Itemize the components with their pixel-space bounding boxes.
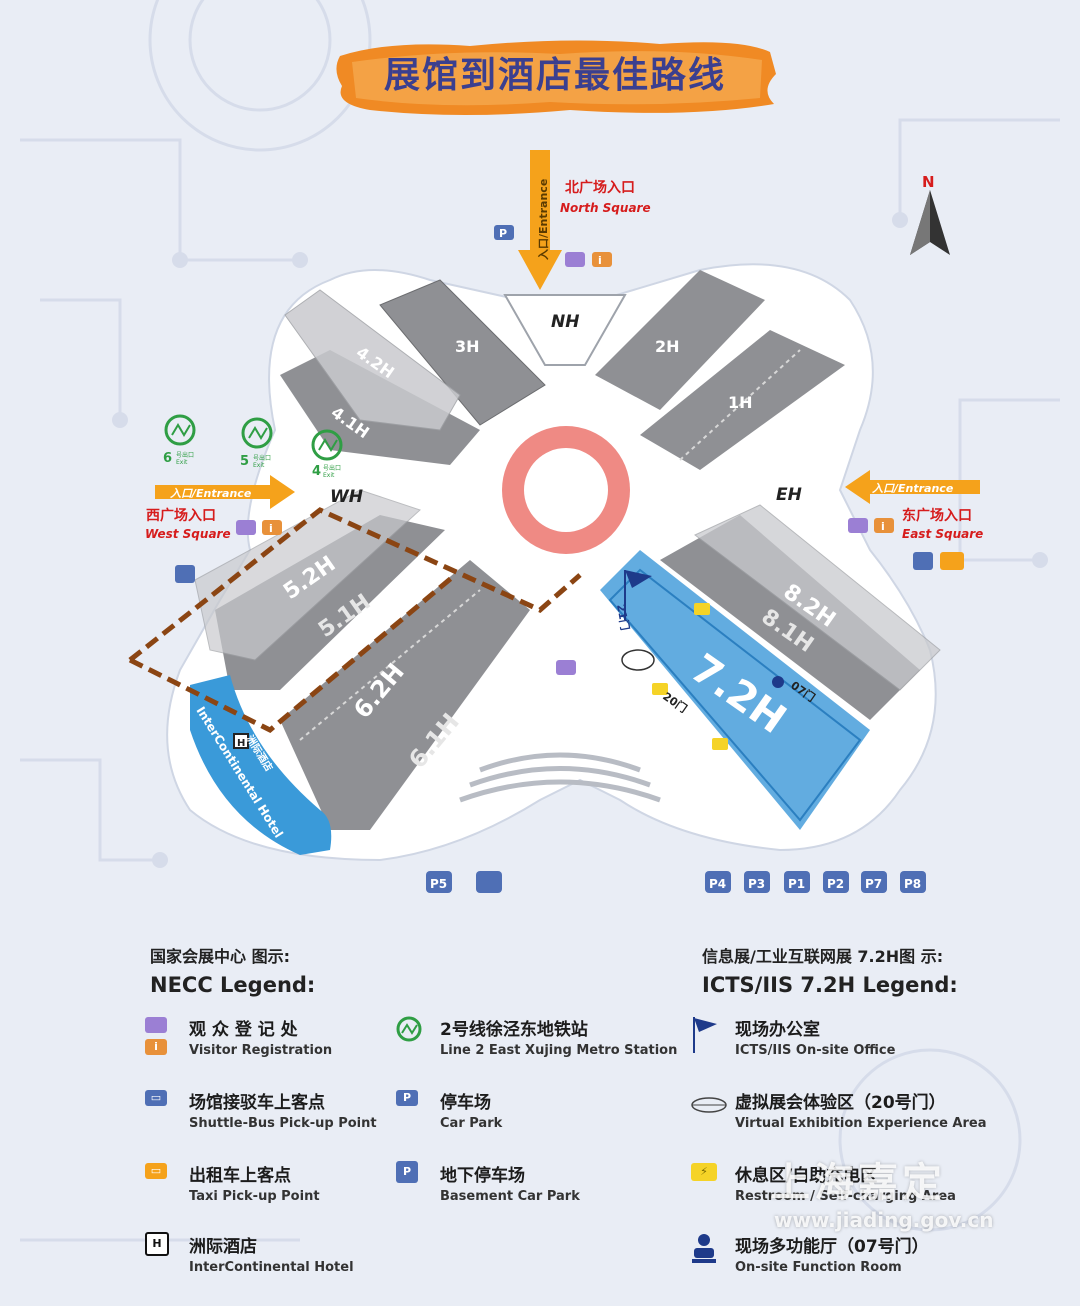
icts-heading-cn: 信息展/工业互联网展 7.2H图 示: xyxy=(702,947,944,966)
parking-p4: P4 xyxy=(709,877,726,891)
legend-metro: 2号线徐泾东地铁站 Line 2 East Xujing Metro Stati… xyxy=(394,1015,694,1067)
info-i-west: i xyxy=(269,522,273,535)
parking-p8: P8 xyxy=(904,877,921,891)
west-square-cn: 西广场入口 xyxy=(146,507,216,524)
legend-onsite-office: 现场办公室 ICTS/IIS On-site Office xyxy=(689,1015,989,1067)
basement-parking-icon: P xyxy=(394,1161,424,1205)
metro-exit-6-label: 号出口 xyxy=(176,451,194,459)
hall-6 xyxy=(280,560,530,830)
legend-taxi: ▭ 出租车上客点 Taxi Pick-up Point xyxy=(143,1161,443,1213)
metro-exit-5-label: 号出口 xyxy=(253,454,271,462)
east-entrance-arrow xyxy=(845,470,980,504)
north-entrance-arrow xyxy=(518,150,562,290)
entrance-arrows xyxy=(155,150,980,509)
taxi-icon: ▭ xyxy=(143,1161,173,1205)
charging-icon: ⚡ xyxy=(689,1161,719,1205)
hall-8 xyxy=(660,504,941,720)
registration-icon: i xyxy=(143,1015,173,1059)
legend-shuttle-bus: ▭ 场馆接驳车上客点 Shuttle-Bus Pick-up Point xyxy=(143,1088,443,1140)
metro-icon xyxy=(394,1015,424,1059)
metro-exit-5-num: 5 xyxy=(240,454,249,469)
hall-5 xyxy=(194,489,445,690)
metro-exit-5-exit: Exit xyxy=(253,462,265,469)
north-square-en: North Square xyxy=(560,201,651,215)
hall-72-markers xyxy=(621,570,784,750)
east-square-cn: 东广场入口 xyxy=(902,507,972,524)
north-entrance-label: 入口/Entrance xyxy=(537,179,550,260)
west-entrance-label: 入口/Entrance xyxy=(170,487,252,500)
west-entrance-arrow xyxy=(155,475,295,509)
nh-building xyxy=(503,294,627,366)
metro-icons xyxy=(164,414,343,461)
flag-icon xyxy=(689,1015,719,1059)
info-i-north: i xyxy=(598,254,602,267)
icts-heading-en: ICTS/IIS 7.2H Legend: xyxy=(702,973,958,997)
label-1h: 1H xyxy=(728,393,753,412)
parking-p1: P1 xyxy=(788,877,805,891)
brush-stroke-background xyxy=(336,40,776,115)
watermark-logo-text: 上海嘉定 xyxy=(770,1160,946,1206)
north-marker: N xyxy=(922,173,935,191)
exhibition-map: 北广场入口 North Square 入口/Entrance 入口/Entran… xyxy=(128,150,983,893)
gate-nh: NH xyxy=(551,312,579,332)
north-square-cn: 北广场入口 xyxy=(565,179,635,196)
metro-exit-4-exit: Exit xyxy=(323,472,335,479)
vr-glasses-icon xyxy=(689,1088,727,1132)
icts-legend-heading: 信息展/工业互联网展 7.2H图 示: ICTS/IIS 7.2H Legend… xyxy=(702,943,958,997)
hall-2h xyxy=(595,270,765,410)
page-title: 展馆到酒店最佳路线 xyxy=(383,55,726,96)
bus-icon: ▭ xyxy=(143,1088,173,1132)
metro-exit-4-label: 号出口 xyxy=(323,464,341,472)
north-compass-icon xyxy=(910,190,950,255)
necc-heading-en: NECC Legend: xyxy=(150,973,316,997)
hall-4 xyxy=(280,289,480,465)
legend-car-park: P 停车场 Car Park xyxy=(394,1088,694,1140)
label-2h: 2H xyxy=(655,337,680,356)
necc-heading-cn: 国家会展中心 图示: xyxy=(150,947,290,966)
legend-function-room: 现场多功能厅（07号门） On-site Function Room xyxy=(689,1232,989,1284)
hotel-icon: H xyxy=(143,1232,173,1276)
parking-p-north: P xyxy=(499,227,507,240)
bridge-lines xyxy=(459,752,661,803)
metro-exit-4-num: 4 xyxy=(312,464,321,479)
watermark-url: www.jiading.gov.cn xyxy=(774,1208,994,1232)
legend-hotel: H 洲际酒店 InterContinental Hotel xyxy=(143,1232,443,1284)
east-entrance-label: 入口/Entrance xyxy=(872,482,954,495)
gate-wh: WH xyxy=(330,487,363,507)
metro-exit-6-exit: Exit xyxy=(176,459,188,466)
central-ring xyxy=(502,426,630,554)
legend-basement-car-park: P 地下停车场 Basement Car Park xyxy=(394,1161,694,1213)
watermark: 上海嘉定 www.jiading.gov.cn xyxy=(770,1150,1030,1240)
necc-legend-heading: 国家会展中心 图示: NECC Legend: xyxy=(150,943,315,997)
info-i-east: i xyxy=(881,520,885,533)
parking-p3: P3 xyxy=(748,877,765,891)
parking-icon: P xyxy=(394,1088,424,1132)
parking-p7: P7 xyxy=(865,877,882,891)
function-room-icon xyxy=(689,1232,719,1276)
legend-virtual-exhibition: 虚拟展会体验区（20号门） Virtual Exhibition Experie… xyxy=(689,1088,989,1140)
west-square-en: West Square xyxy=(145,527,231,541)
legend-visitor-registration: i 观 众 登 记 处 Visitor Registration xyxy=(143,1015,443,1067)
hall-1h xyxy=(640,330,845,470)
parking-badges xyxy=(426,871,926,893)
hotel-h-marker: H xyxy=(237,738,245,749)
service-icons xyxy=(175,225,964,749)
label-3h: 3H xyxy=(455,337,480,356)
gate-eh: EH xyxy=(776,485,802,505)
title-banner: 展馆到酒店最佳路线 xyxy=(330,34,780,118)
east-square-en: East Square xyxy=(902,527,983,541)
metro-exit-6-num: 6 xyxy=(163,451,172,466)
gate-21-label: 21门 xyxy=(614,603,632,631)
parking-p5: P5 xyxy=(430,877,447,891)
parking-p2: P2 xyxy=(827,877,844,891)
hotel-route xyxy=(128,507,582,733)
hotel-band xyxy=(190,675,332,855)
legend-charging-area: ⚡ 休息区/自助充电区 Restroom / Self-charging Are… xyxy=(689,1161,989,1213)
